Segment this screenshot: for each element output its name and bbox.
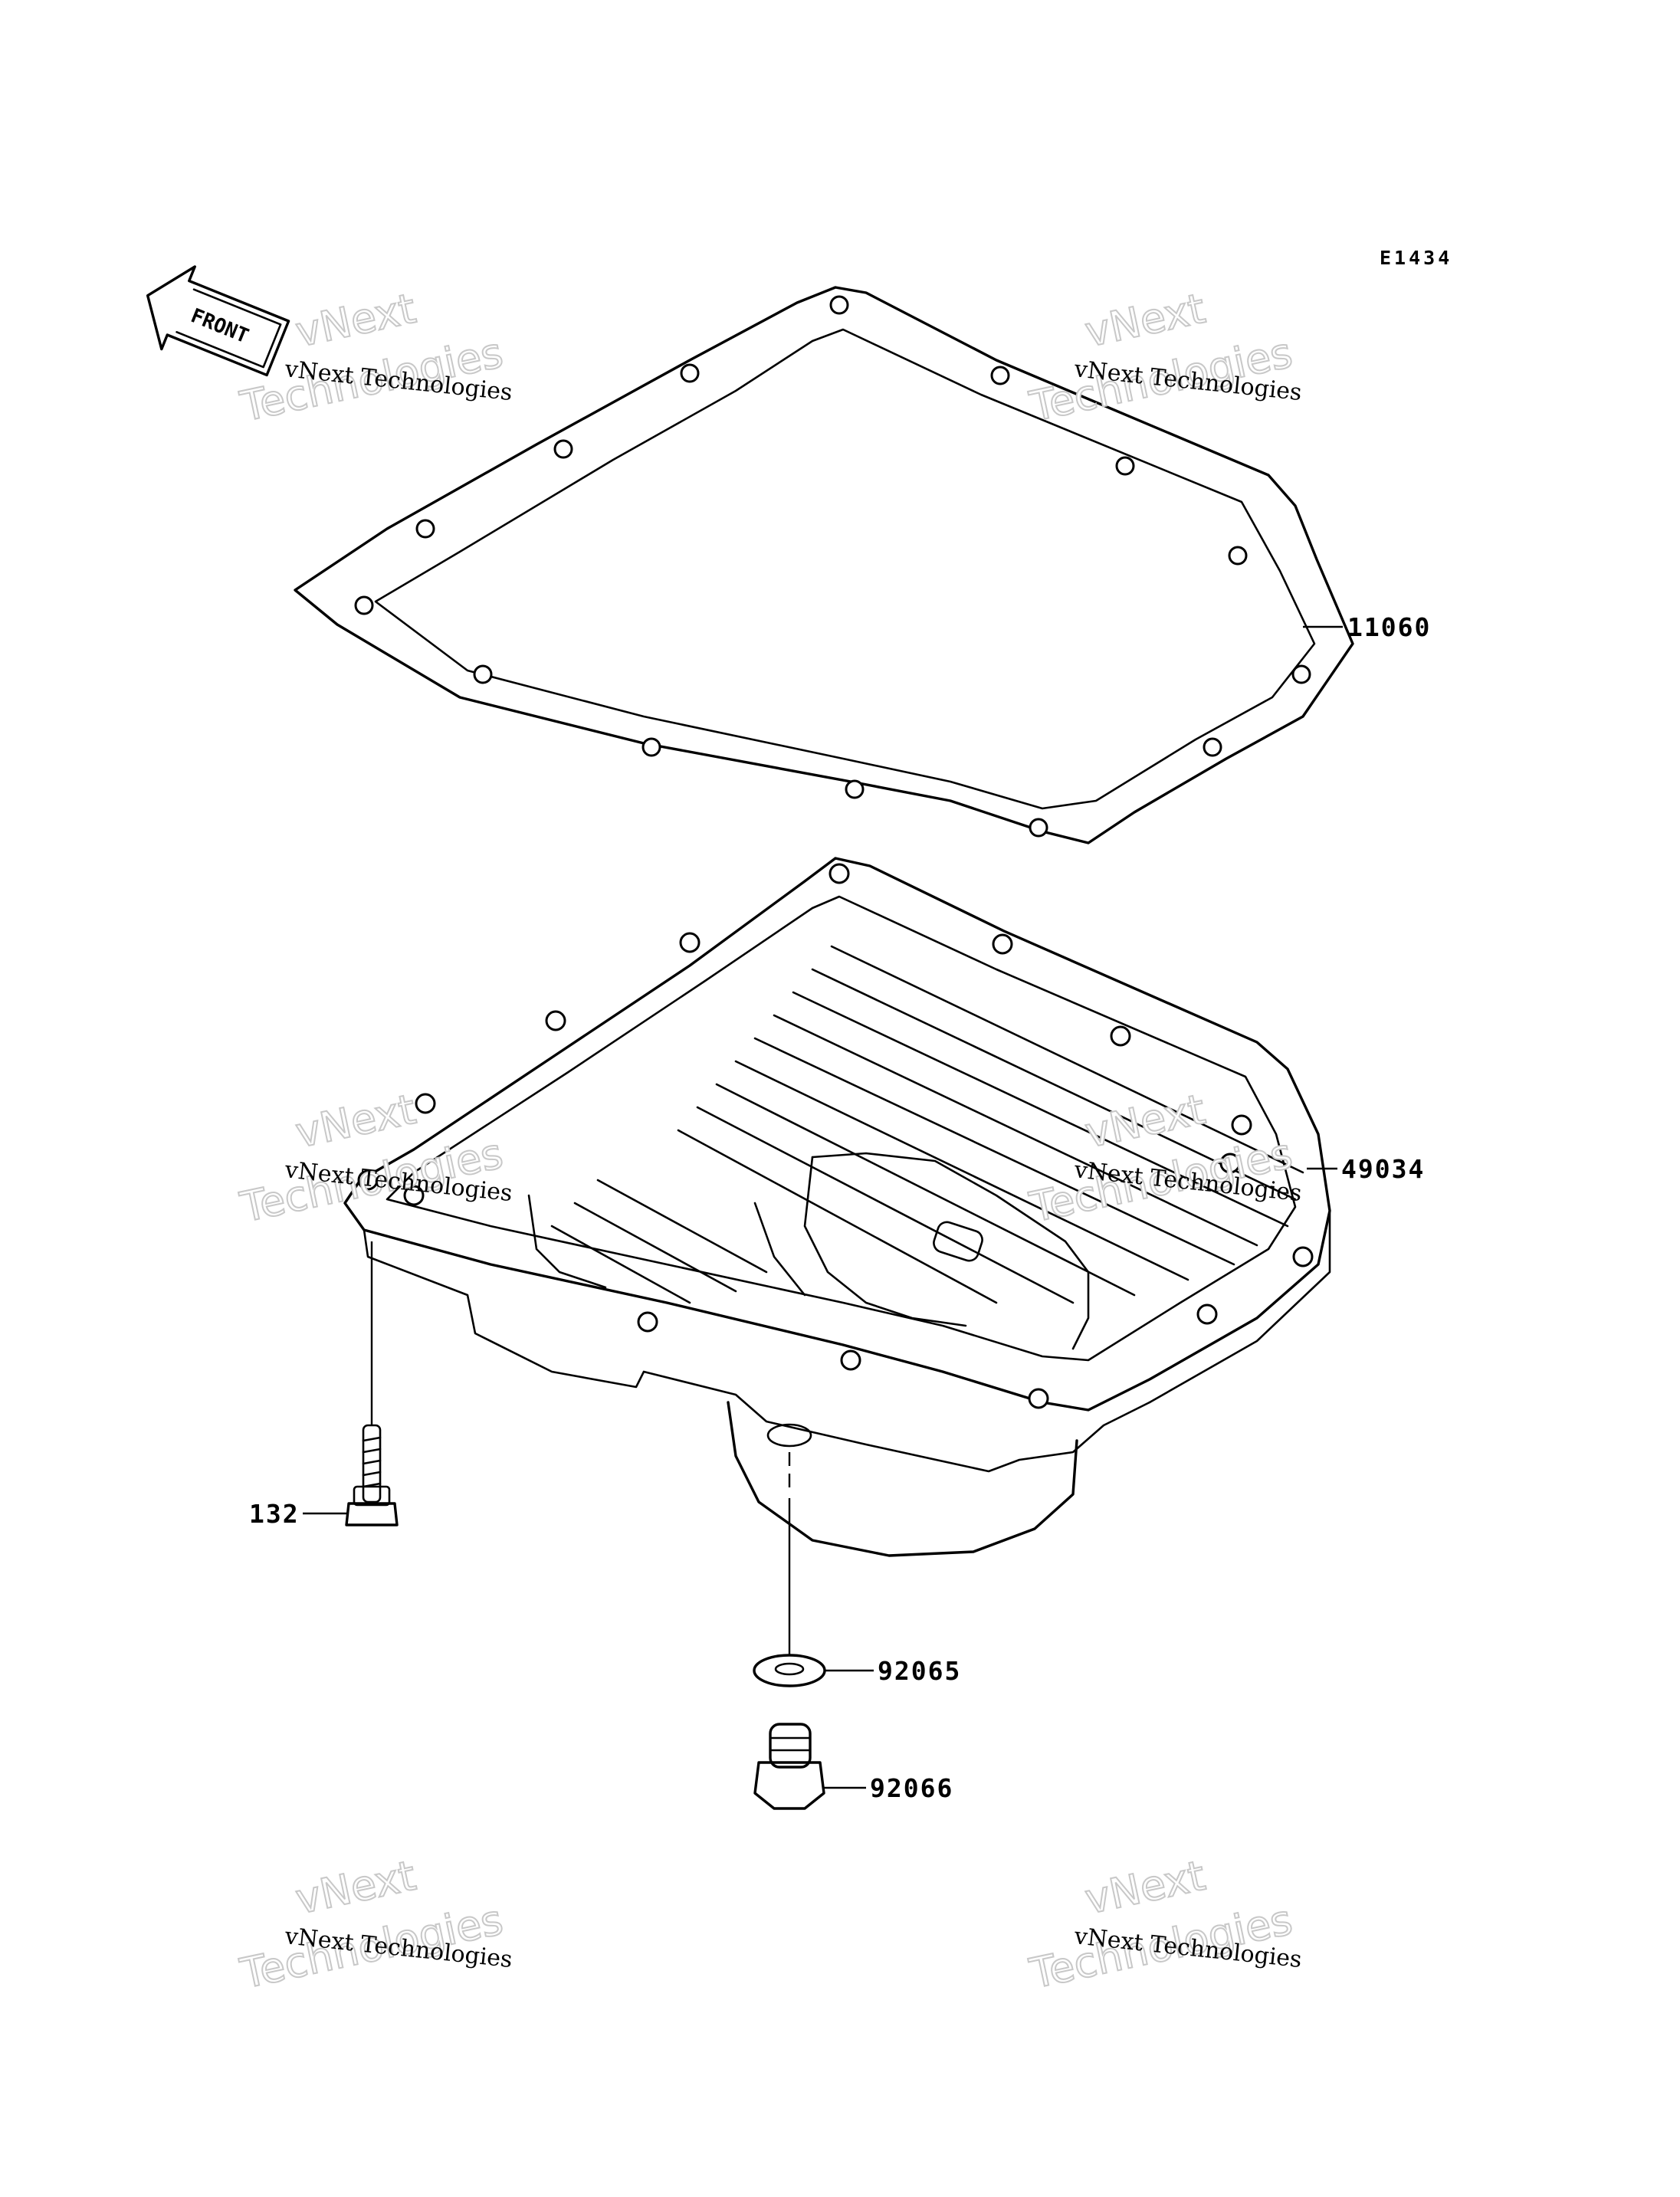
washer-drawing (753, 1452, 826, 1687)
watermark-line1: vNext (1081, 284, 1209, 356)
part-number-92065: 92065 (878, 1656, 961, 1686)
watermark-line1: vNext (291, 284, 419, 356)
watermark-line1: vNext (291, 1085, 419, 1157)
part-number-49034: 49034 (1341, 1154, 1425, 1184)
front-arrow-icon: FRONT (146, 265, 290, 377)
watermark: vNext Technologies vNext Technologies (235, 1851, 514, 1999)
bolt-drawing (345, 1241, 399, 1526)
watermark-line1: vNext (1081, 1085, 1209, 1157)
part-number-92066: 92066 (870, 1773, 953, 1803)
part-number-11060: 11060 (1347, 612, 1431, 642)
diagram-code: E1434 (1380, 247, 1452, 269)
watermark-line1: vNext (1081, 1851, 1209, 1923)
part-number-132: 132 (249, 1499, 300, 1529)
front-label: FRONT (188, 304, 252, 348)
watermark: vNext Technologies vNext Technologies (1025, 284, 1303, 432)
watermark: vNext Technologies vNext Technologies (235, 1084, 514, 1233)
watermark: vNext Technologies vNext Technologies (1025, 1851, 1303, 1999)
watermark-line1: vNext (291, 1851, 419, 1923)
gasket-outline (294, 286, 1354, 844)
drain-plug-drawing (753, 1723, 825, 1810)
oil-pan-drawing (343, 857, 1331, 1557)
watermark: vNext Technologies vNext Technologies (235, 284, 514, 432)
